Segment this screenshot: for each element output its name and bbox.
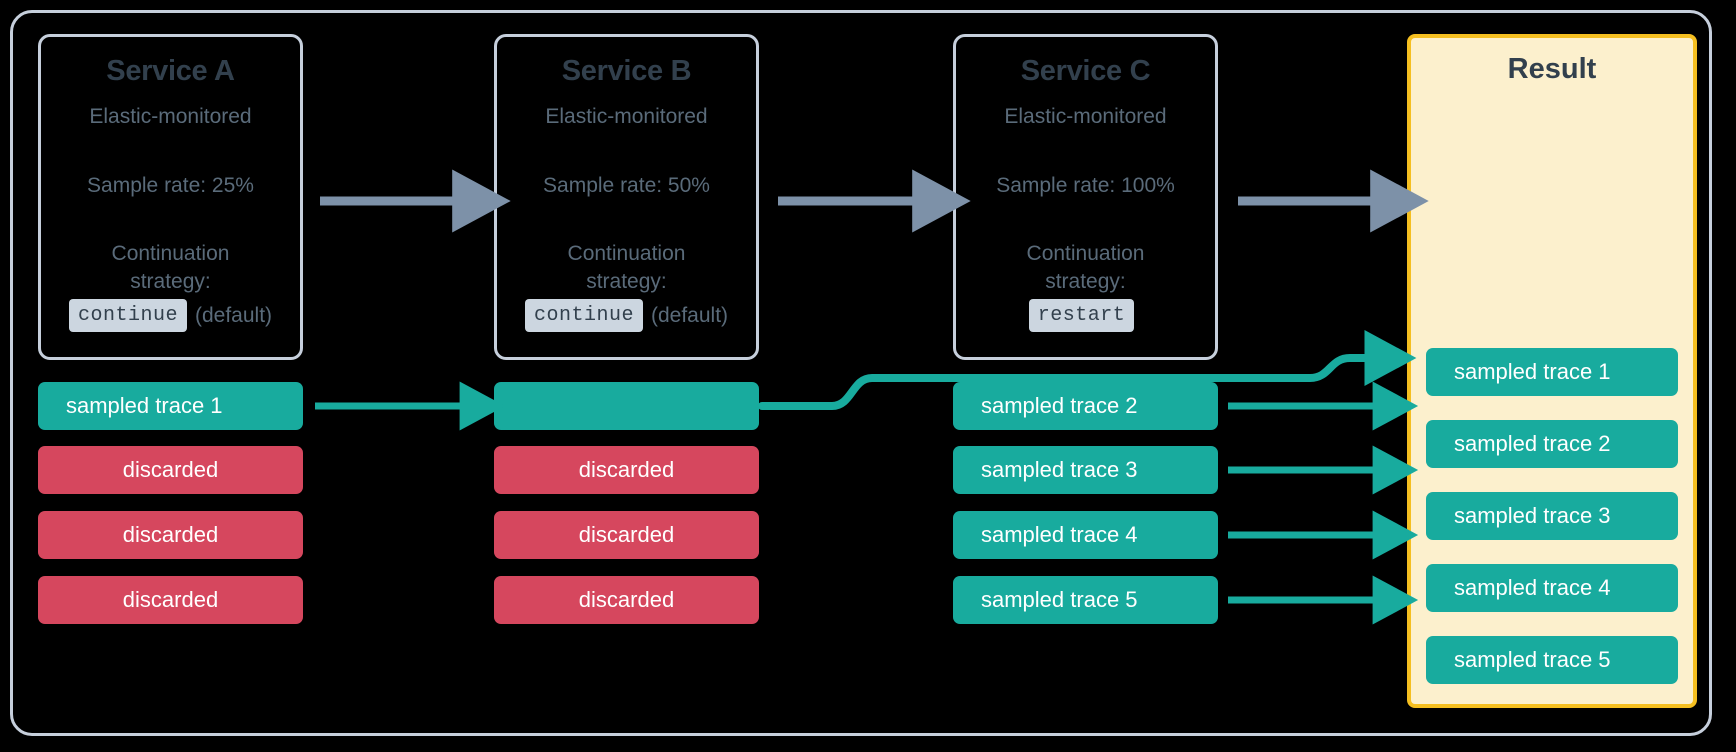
service-c-trace-2: sampled trace 3	[953, 446, 1218, 494]
service-a-title: Service A	[106, 55, 235, 87]
service-c-title: Service C	[1020, 55, 1151, 87]
service-b-subtitle: Elastic-monitored	[545, 105, 708, 129]
result-panel: Result sampled trace 1 sampled trace 2 s…	[1407, 34, 1697, 708]
service-c-strategy-label-1: Continuation	[1026, 241, 1145, 265]
service-c-sample-rate: Sample rate: 100%	[996, 173, 1175, 197]
service-a-strategy-label-1: Continuation	[111, 241, 230, 265]
service-a-strategy-label-2: strategy:	[130, 269, 211, 293]
service-card-c: Service C Elastic-monitored Sample rate:…	[953, 34, 1218, 360]
service-b-strategy-label-2: strategy:	[586, 269, 667, 293]
service-card-b: Service B Elastic-monitored Sample rate:…	[494, 34, 759, 360]
service-card-a: Service A Elastic-monitored Sample rate:…	[38, 34, 303, 360]
service-c-strategy: Continuation strategy: restart	[1026, 240, 1145, 333]
service-b-trace-1	[494, 382, 759, 430]
service-c-subtitle: Elastic-monitored	[1004, 105, 1167, 129]
service-c-trace-1: sampled trace 2	[953, 382, 1218, 430]
result-trace-2: sampled trace 2	[1426, 420, 1678, 468]
service-b-strategy: Continuation strategy: continue (default…	[524, 240, 729, 333]
service-a-subtitle: Elastic-monitored	[89, 105, 252, 129]
result-title: Result	[1507, 53, 1597, 85]
service-b-trace-4: discarded	[494, 576, 759, 624]
result-trace-3: sampled trace 3	[1426, 492, 1678, 540]
service-a-trace-4: discarded	[38, 576, 303, 624]
service-a-trace-2: discarded	[38, 446, 303, 494]
service-b-strategy-note: (default)	[650, 303, 729, 327]
result-trace-1: sampled trace 1	[1426, 348, 1678, 396]
service-c-trace-3: sampled trace 4	[953, 511, 1218, 559]
service-a-trace-3: discarded	[38, 511, 303, 559]
service-a-trace-1: sampled trace 1	[38, 382, 303, 430]
service-a-sample-rate: Sample rate: 25%	[87, 173, 254, 197]
service-c-strategy-value: restart	[1028, 299, 1135, 333]
service-b-trace-3: discarded	[494, 511, 759, 559]
service-b-sample-rate: Sample rate: 50%	[543, 173, 710, 197]
service-b-trace-2: discarded	[494, 446, 759, 494]
service-a-strategy-note: (default)	[194, 303, 273, 327]
result-trace-5: sampled trace 5	[1426, 636, 1678, 684]
service-c-strategy-label-2: strategy:	[1045, 269, 1126, 293]
service-b-strategy-label-1: Continuation	[567, 241, 686, 265]
service-a-strategy: Continuation strategy: continue (default…	[68, 240, 273, 333]
result-trace-4: sampled trace 4	[1426, 564, 1678, 612]
service-b-strategy-value: continue	[524, 299, 643, 333]
service-a-strategy-value: continue	[68, 299, 187, 333]
service-b-title: Service B	[561, 55, 692, 87]
service-c-trace-4: sampled trace 5	[953, 576, 1218, 624]
